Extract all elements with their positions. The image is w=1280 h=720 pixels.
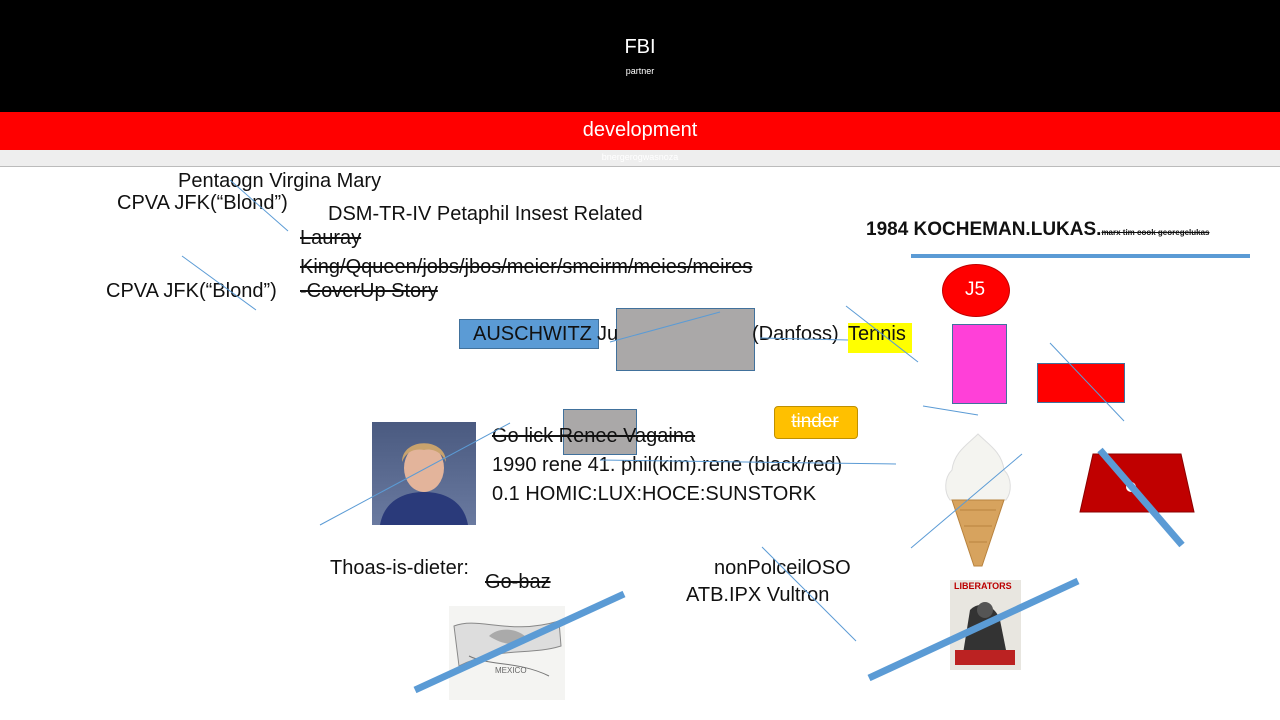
ju-label: Ju bbox=[597, 323, 619, 345]
liberators-poster-image: LIBERATORS bbox=[950, 580, 1021, 670]
header-subtitle: partner bbox=[625, 66, 655, 76]
dsm-note: DSM-TR-IV Petaphil Insest Related bbox=[328, 203, 643, 225]
atb-note: ATB.IPX Vultron bbox=[686, 584, 830, 606]
rene-note: 1990 rene 41. phil(kim).rene (black/red) bbox=[492, 454, 843, 476]
j5-label: J5 bbox=[964, 279, 986, 300]
ice-cream-cone-image bbox=[942, 430, 1014, 568]
grey-redaction-box-2 bbox=[563, 409, 637, 455]
lauray-note: Lauray bbox=[300, 227, 362, 249]
auschwitz-box bbox=[459, 319, 599, 349]
coverup-note: -CoverUp Story bbox=[300, 280, 438, 302]
auschwitz-label: AUSCHWITZ bbox=[473, 323, 592, 345]
thoas-note: Thoas-is-dieter: bbox=[330, 557, 469, 579]
kocheman-small: marx tim cook georegelukas bbox=[1101, 228, 1210, 237]
tinder-label: tinder bbox=[791, 411, 839, 432]
j5-circle bbox=[942, 264, 1010, 317]
grey-redaction-box-1 bbox=[616, 308, 755, 371]
map-cartoon-image: MEXICO bbox=[449, 606, 565, 700]
king-note: King/Qqueen/jobs/jbos/meier/smeirm/meies… bbox=[300, 256, 753, 278]
kocheman-main: 1984 KOCHEMAN.LUKAS. bbox=[866, 219, 1102, 240]
kocheman-underline bbox=[911, 254, 1250, 258]
pentagon-note: Pentaogn Virgina Mary bbox=[178, 170, 382, 192]
magenta-rect bbox=[952, 324, 1007, 404]
cpva-note-1: CPVA JFK(“Blond”) bbox=[117, 192, 288, 214]
tinder-box bbox=[774, 406, 858, 439]
red-band-label: development bbox=[582, 119, 698, 141]
red-band bbox=[0, 112, 1280, 150]
kocheman-note: 1984 KOCHEMAN.LUKAS.marx tim cook georeg… bbox=[866, 219, 1209, 241]
liberators-title: LIBERATORS bbox=[954, 581, 1012, 591]
dark-red-trapezoid bbox=[1079, 453, 1195, 513]
map-label: MEXICO bbox=[495, 666, 527, 675]
grey-band-label: bnergerogwasnoza bbox=[601, 152, 679, 162]
go-baz-note: Go-baz bbox=[485, 571, 551, 593]
portrait-photo bbox=[372, 422, 476, 525]
nonpol-note: nonPolceilOSO bbox=[714, 557, 851, 579]
go-lick-note: Go lick Renee Vagaina bbox=[492, 425, 696, 447]
cpva-note-2: CPVA JFK(“Blond”) bbox=[106, 280, 277, 302]
grey-band bbox=[0, 150, 1280, 167]
tennis-label: Tennis bbox=[848, 323, 906, 345]
header-title: FBI bbox=[624, 36, 656, 58]
homic-note: 0.1 HOMIC:LUX:HOCE:SUNSTORK bbox=[492, 483, 817, 505]
red-rect bbox=[1037, 363, 1125, 403]
header-banner bbox=[0, 0, 1280, 112]
danfoss-label: (Danfoss) bbox=[752, 323, 839, 345]
